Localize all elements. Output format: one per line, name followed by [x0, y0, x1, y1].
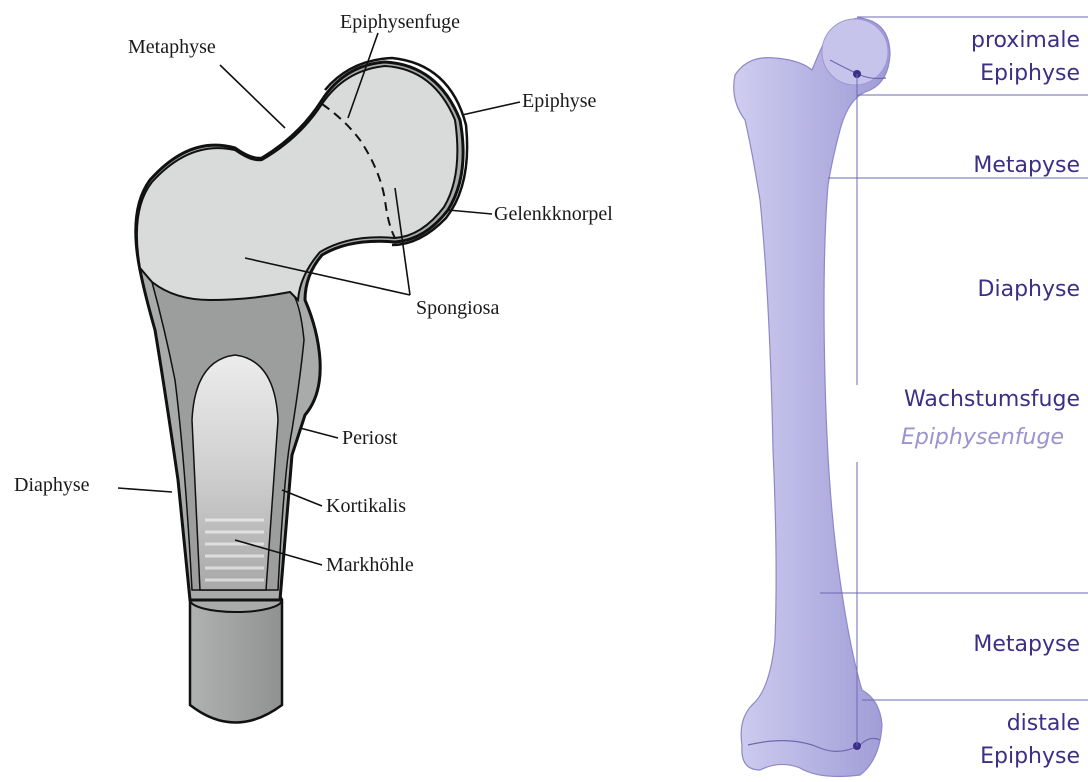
label-diaphyse-right: Diaphyse [978, 277, 1080, 302]
label-epiphysenfuge: Epiphysenfuge [340, 11, 460, 33]
label-metaphyse: Metaphyse [128, 36, 216, 58]
label-kortikalis: Kortikalis [326, 495, 406, 517]
label-spongiosa: Spongiosa [416, 297, 499, 319]
label-proximale-epiphyse: Epiphyse [980, 61, 1080, 86]
label-proximale: proximale [971, 28, 1080, 53]
label-markhoehle: Markhöhle [326, 554, 414, 576]
purple-femur [734, 18, 890, 776]
label-epiphysenfuge-italic: Epiphysenfuge [901, 425, 1064, 450]
right-femur-diagram: proximale Epiphyse Metapyse Diaphyse Wac… [734, 17, 1088, 776]
shaft-cylinder [190, 600, 282, 723]
left-femur-diagram: Metaphyse Epiphysenfuge Epiphyse Gelenkk… [14, 11, 613, 723]
label-gelenkknorpel: Gelenkknorpel [494, 203, 613, 225]
label-diaphyse-left: Diaphyse [14, 474, 90, 496]
spongiosa-head [137, 66, 457, 300]
label-metapyse-bottom: Metapyse [973, 632, 1080, 657]
label-metapyse-top: Metapyse [973, 153, 1080, 178]
label-wachstumsfuge: Wachstumsfuge [904, 387, 1080, 412]
label-distale-epiphyse: Epiphyse [980, 744, 1080, 769]
label-distale: distale [1007, 711, 1080, 736]
label-periost: Periost [342, 427, 398, 449]
label-epiphyse: Epiphyse [522, 90, 597, 112]
